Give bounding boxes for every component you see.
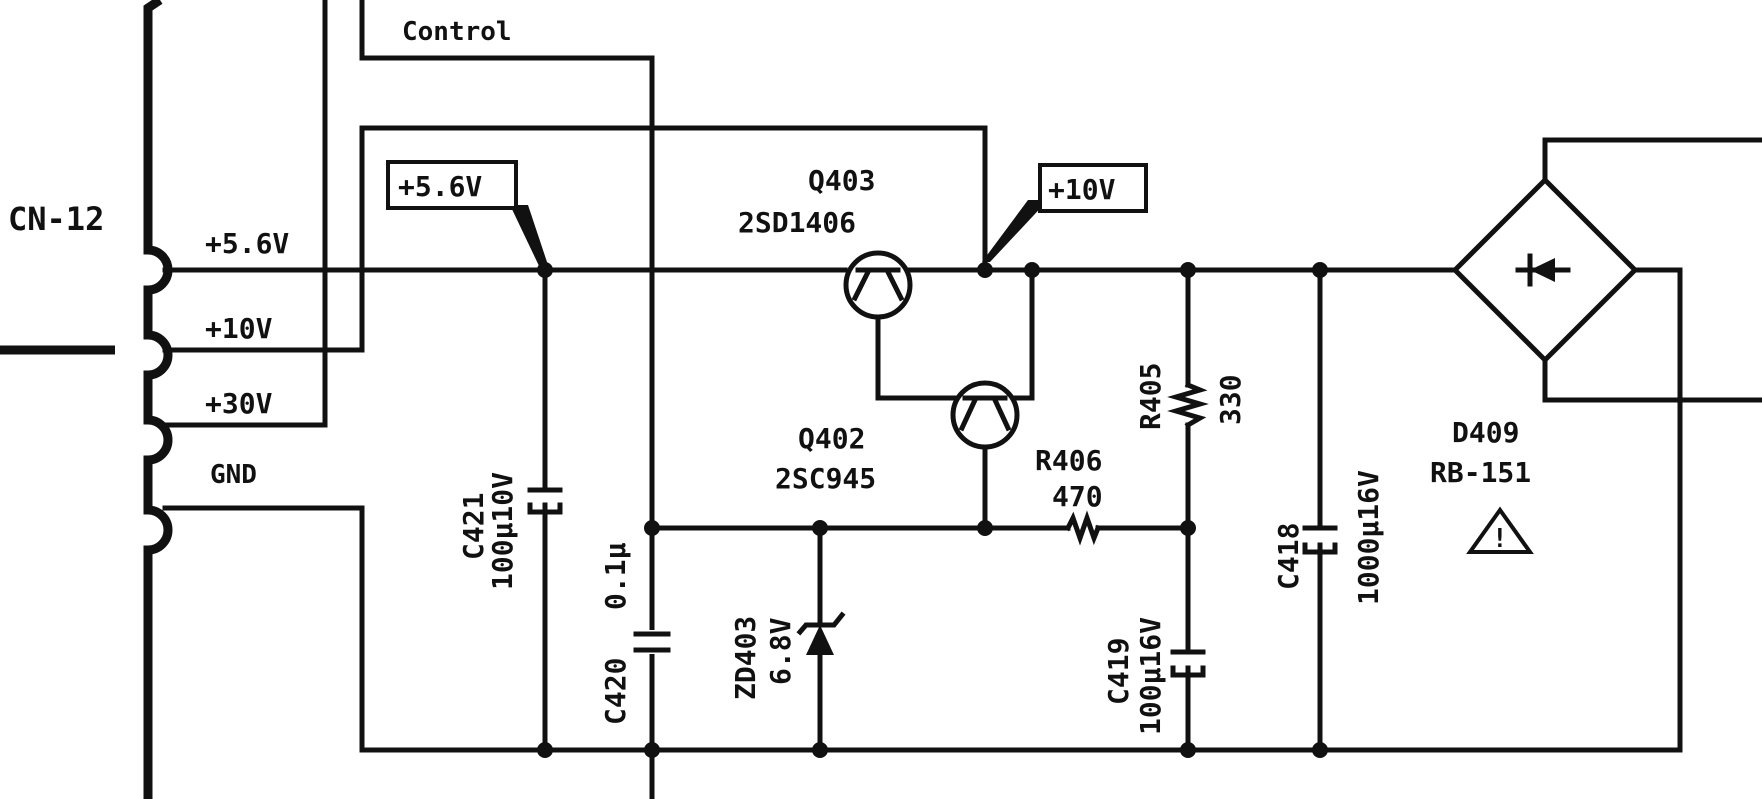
- wire-bridge-ac1: [1542, 137, 1762, 183]
- zd403-ref: ZD403: [729, 616, 762, 700]
- wire-control: [359, 0, 655, 799]
- q402-ref: Q402: [798, 422, 865, 455]
- node: [812, 520, 828, 536]
- c418-ref: C418: [1272, 523, 1305, 590]
- c418-plate-curved: [1302, 542, 1338, 555]
- node: [1180, 262, 1196, 278]
- c421-ref: C421: [457, 493, 490, 560]
- node: [537, 742, 553, 758]
- r405-zigzag: [1167, 381, 1209, 429]
- r406-value: 470: [1052, 480, 1103, 513]
- capacitor-c420: C420 0.1µ: [599, 542, 671, 725]
- q403-lead: [851, 268, 872, 302]
- capacitor-c421: C421 100µ10V: [457, 472, 563, 590]
- pin-label-30v: +30V: [205, 387, 273, 420]
- resistor-r405: R405 330: [1134, 363, 1247, 430]
- r405-ref: R405: [1134, 363, 1167, 430]
- tag-pointer: [982, 200, 1048, 262]
- wire-30v: [162, 0, 328, 428]
- pin-label-5v6: +5.6V: [205, 227, 289, 260]
- tag-text: +10V: [1048, 173, 1116, 206]
- node: [1180, 742, 1196, 758]
- node: [1312, 742, 1328, 758]
- wire-bridge-ac2: [1542, 357, 1762, 403]
- tag-pointer: [510, 205, 548, 268]
- wire-q403-q402: [875, 297, 958, 401]
- wiring: [162, 0, 1762, 799]
- control-label: Control: [402, 17, 512, 47]
- connector-body: [143, 0, 173, 799]
- q403-lead: [884, 268, 905, 302]
- zd403-bar: [796, 611, 846, 636]
- node: [977, 520, 993, 536]
- transistor-q403: Q403 2SD1406: [738, 164, 913, 320]
- pin-label-10v: +10V: [205, 312, 273, 345]
- capacitor-c418: C418 1000µ16V: [1272, 470, 1385, 605]
- wire-10v-loop: [162, 125, 988, 353]
- q402-body: [950, 380, 1020, 450]
- pin-label-gnd: GND: [210, 460, 257, 490]
- transistor-q402: Q402 2SC945: [775, 380, 1020, 495]
- tag-5v6: +5.6V: [386, 160, 548, 268]
- c421-value: 100µ10V: [486, 472, 519, 590]
- zener-zd403: ZD403 6.8V: [729, 611, 846, 700]
- c421-plate-curved: [527, 502, 563, 515]
- q402-part: 2SC945: [775, 462, 876, 495]
- node: [1180, 520, 1196, 536]
- node: [812, 742, 828, 758]
- c418-value: 1000µ16V: [1352, 470, 1385, 605]
- tag-text: +5.6V: [398, 170, 482, 203]
- wire-q402-collector: [1009, 267, 1035, 401]
- zd403-triangle: [806, 625, 834, 655]
- c420-value: 0.1µ: [599, 542, 632, 610]
- r406-ref: R406: [1035, 444, 1102, 477]
- zd403-value: 6.8V: [764, 617, 797, 685]
- node: [1312, 262, 1328, 278]
- tag-box: [386, 160, 518, 210]
- q403-body: [843, 250, 913, 320]
- r406-zigzag: [1064, 510, 1102, 546]
- q403-part: 2SD1406: [738, 206, 856, 239]
- r405-value: 330: [1214, 374, 1247, 425]
- node: [1024, 262, 1040, 278]
- c420-ref: C420: [599, 658, 632, 725]
- c419-ref: C419: [1102, 638, 1135, 705]
- node: [644, 520, 660, 536]
- junctions: [537, 262, 1328, 758]
- d409-part: RB-151: [1430, 456, 1531, 489]
- warning-icon: [1466, 506, 1534, 554]
- tag-10v: +10V: [982, 163, 1148, 262]
- d409-ref: D409: [1452, 416, 1519, 449]
- tag-box: [1038, 163, 1148, 213]
- node: [977, 262, 993, 278]
- q402-lead: [958, 396, 979, 432]
- q403-ref: Q403: [808, 164, 875, 197]
- warning-mark: !: [1492, 524, 1508, 554]
- q402-lead: [991, 396, 1012, 432]
- gnd-rail: [162, 267, 1683, 753]
- capacitor-c419: C419 100µ16V: [1102, 617, 1206, 735]
- connector-label: CN-12: [8, 200, 104, 238]
- bridge-rectifier-d409: D409 RB-151 !: [1430, 176, 1639, 554]
- connector-cn12: CN-12 +5.6V +10V +30V GND: [0, 0, 289, 799]
- c419-plate-curved: [1170, 665, 1206, 678]
- c419-value: 100µ16V: [1134, 617, 1167, 735]
- node: [644, 742, 660, 758]
- resistor-r406: R406 470: [1035, 444, 1103, 546]
